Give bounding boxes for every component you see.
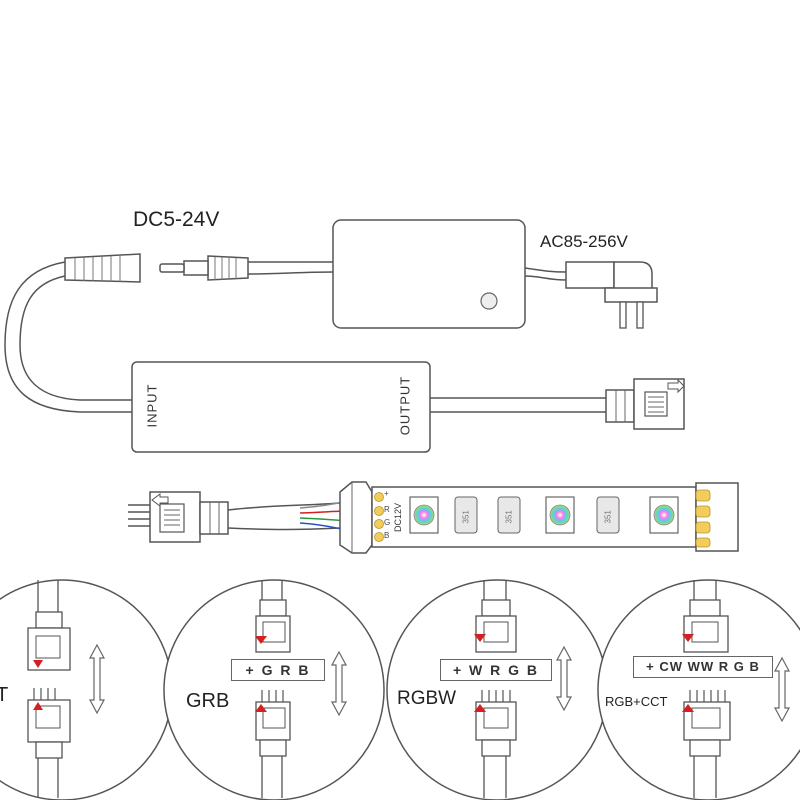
strip-clip xyxy=(339,481,373,554)
resistor xyxy=(596,496,620,534)
resistor xyxy=(497,496,521,534)
pad-r-label: R xyxy=(384,505,390,514)
ac-plug xyxy=(524,261,658,329)
pin-sequence-label: + W R G B xyxy=(440,659,552,681)
ac-voltage-label: AC85-256V xyxy=(540,232,628,251)
controller-box xyxy=(131,361,431,453)
dc-voltage-label: DC5-24V xyxy=(133,208,220,231)
resistor xyxy=(454,496,478,534)
dc-cable xyxy=(159,255,334,281)
power-adapter xyxy=(332,219,526,329)
pin-sequence-label: + CW WW R G B xyxy=(633,656,773,678)
pad-b-label: B xyxy=(384,531,390,540)
pad-g-label: G xyxy=(384,518,391,527)
variant-circle-rgb-cct xyxy=(597,579,800,801)
resistor-code-label: 351 xyxy=(603,510,613,524)
variant-circle-rgbw xyxy=(386,579,608,801)
pin-sequence-label: + G R B xyxy=(231,659,325,681)
pad-plus-label: + xyxy=(384,489,389,498)
led-chip xyxy=(409,496,439,534)
strip-male-connector xyxy=(128,491,341,543)
variant-name-label: T xyxy=(0,684,9,706)
controller-output-label: OUTPUT xyxy=(397,375,413,436)
variant-name-label: RGB+CCT xyxy=(605,694,668,709)
resistor-code-label: 351 xyxy=(504,510,514,524)
led-chip xyxy=(545,496,575,534)
resistor-code-label: 351 xyxy=(461,510,471,524)
strip-voltage-label: DC12V xyxy=(393,502,403,532)
led-chip xyxy=(649,496,679,534)
variant-circle-grb xyxy=(163,579,385,801)
variant-name-label: GRB xyxy=(186,690,230,712)
variant-circle-rgb xyxy=(0,579,173,801)
variant-name-label: RGBW xyxy=(397,688,457,709)
controller-input-label: INPUT xyxy=(144,383,160,428)
controller-output-cable xyxy=(430,378,685,430)
controller-input-cable xyxy=(4,253,141,413)
